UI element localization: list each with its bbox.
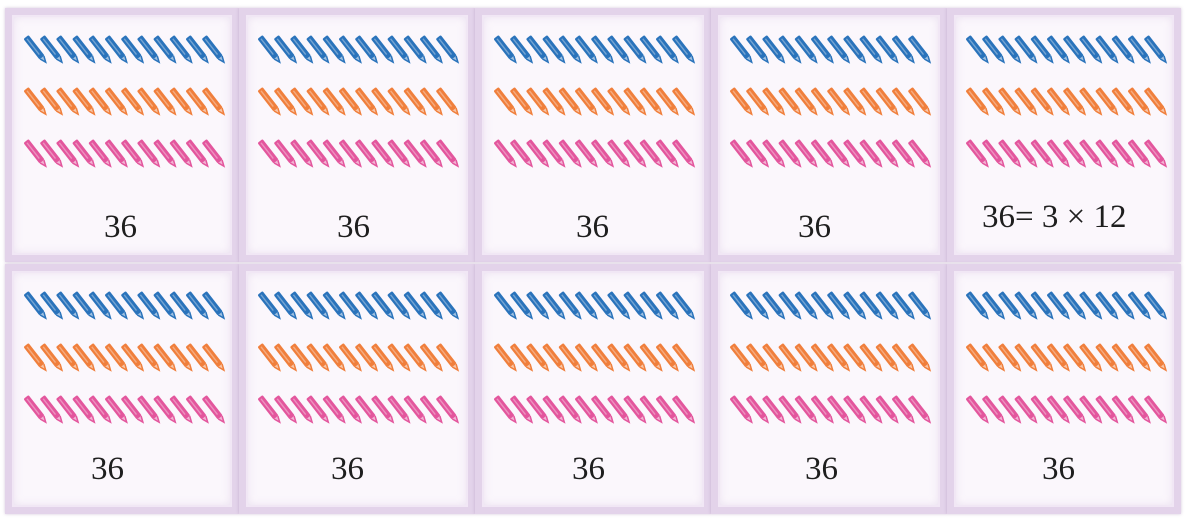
- pencil-rows-group: [246, 15, 471, 175]
- pencil-rows-group: [954, 271, 1179, 431]
- pencil-rows-group: [482, 15, 707, 175]
- card-label: 36: [576, 211, 609, 244]
- card-label: 36: [337, 211, 370, 244]
- card-2: 36: [239, 8, 475, 262]
- pencil-rows-group: [482, 271, 707, 431]
- card-label: 36: [104, 211, 137, 244]
- pencil-rows-group: [12, 15, 237, 175]
- pencil-rows-group: [954, 15, 1179, 175]
- pencil-rows-group: [12, 271, 237, 431]
- card-5: 36= 3 × 12: [947, 8, 1181, 262]
- card-label: 36: [1042, 453, 1075, 486]
- card-10: 36: [947, 264, 1181, 514]
- card-equation: 36= 3 × 12: [982, 201, 1126, 234]
- pencil-rows-group: [718, 15, 943, 175]
- card-7: 36: [239, 264, 475, 514]
- card-label: 36: [798, 211, 831, 244]
- card-1: 36: [5, 8, 239, 262]
- pencil-rows-group: [718, 271, 943, 431]
- card-label: 36: [572, 453, 605, 486]
- card-9: 36: [711, 264, 947, 514]
- card-label: 36: [91, 453, 124, 486]
- card-3: 36: [475, 8, 711, 262]
- card-8: 36: [475, 264, 711, 514]
- card-4: 36: [711, 8, 947, 262]
- pencil-rows-group: [246, 271, 471, 431]
- card-label: 36: [331, 453, 364, 486]
- card-label: 36: [805, 453, 838, 486]
- card-6: 36: [5, 264, 239, 514]
